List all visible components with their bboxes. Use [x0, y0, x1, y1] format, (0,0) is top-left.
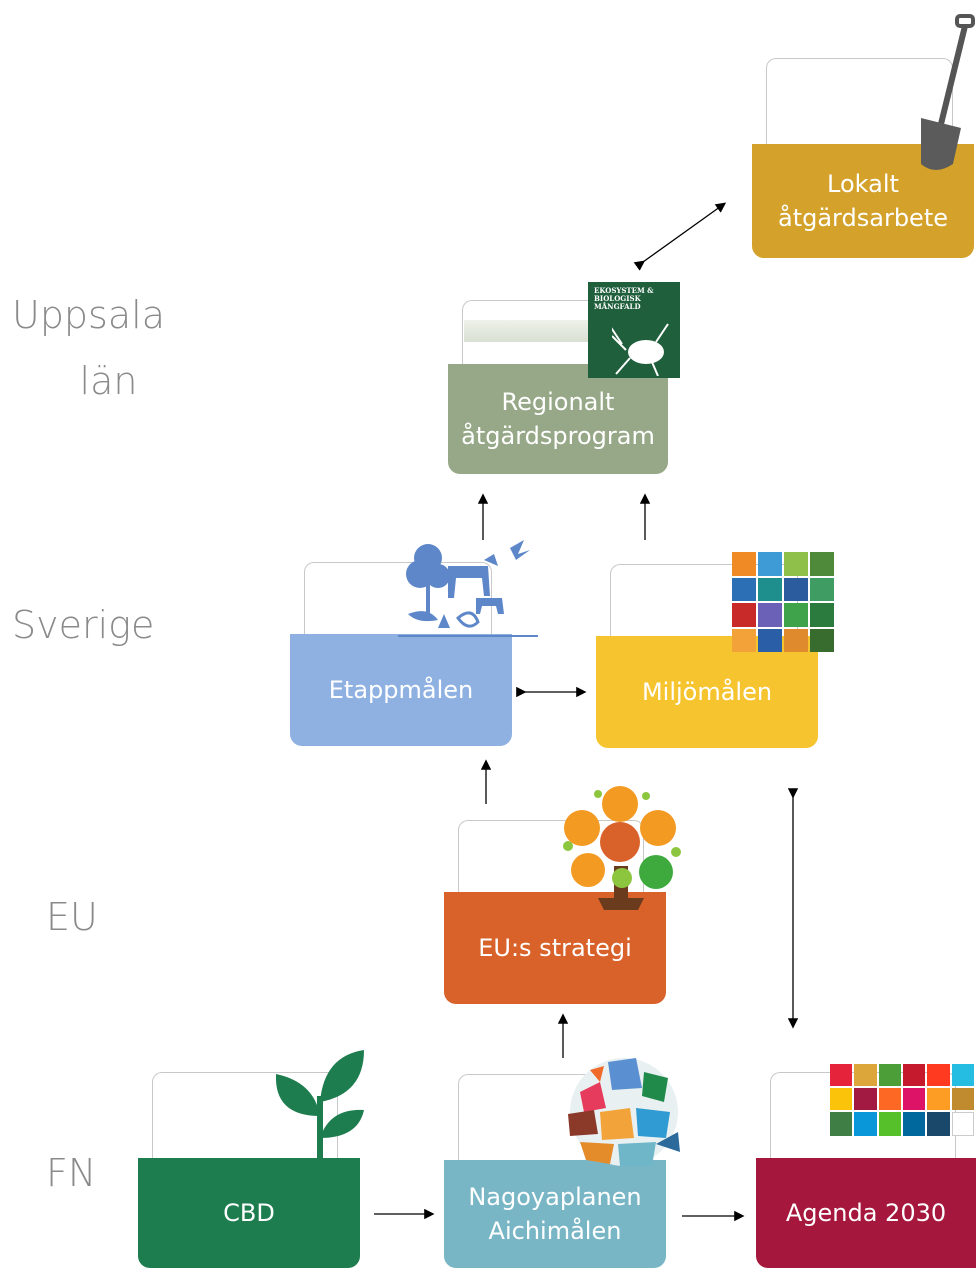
- level-label-fn: FN: [46, 1151, 97, 1195]
- box-eu-strategi-body: EU:s strategi: [444, 892, 666, 1004]
- book-cover-line1: EKOSYSTEM &: [594, 286, 654, 295]
- box-etappmalen-body: Etappmålen: [290, 634, 512, 746]
- level-label-uppsala-line1: Uppsala: [12, 293, 165, 337]
- arrow-regional-lokal: [633, 202, 727, 271]
- box-miljomalen: Miljömålen: [596, 564, 818, 748]
- box-regionalt-line1: Regionalt: [501, 388, 615, 416]
- box-regionalt-line2: åtgärdsprogram: [461, 422, 655, 450]
- folder-tab: [152, 1072, 338, 1159]
- environmental-goals-grid-icon: [732, 552, 834, 652]
- regional-skyline-strip: [464, 320, 590, 342]
- book-cover-icon: EKOSYSTEM & BIOLOGISK MÅNGFALD: [588, 282, 680, 378]
- box-nagoya-line1: Nagoyaplanen: [468, 1183, 642, 1211]
- book-cover-line3: MÅNGFALD: [594, 302, 641, 311]
- beetle-icon: [612, 323, 669, 376]
- shovel-icon: [921, 14, 975, 170]
- sprout-leaf-icon: [275, 1050, 364, 1158]
- nature-silhouette-icon: [398, 540, 538, 637]
- box-eu-strategi: EU:s strategi: [444, 820, 666, 1004]
- box-lokalt-line1: Lokalt: [827, 170, 899, 198]
- box-nagoya-line2: Aichimålen: [488, 1217, 622, 1245]
- box-nagoya-body: Nagoyaplanen Aichimålen: [444, 1160, 666, 1268]
- box-agenda: Agenda 2030: [756, 1072, 976, 1268]
- level-label-uppsala-line2: län: [79, 359, 138, 403]
- eu-strategy-tree-icon: [563, 786, 681, 910]
- animal-collage-icon: [568, 1058, 680, 1166]
- box-lokalt-line2: åtgärdsarbete: [778, 204, 948, 232]
- level-label-uppsala: Uppsala län: [12, 282, 165, 414]
- box-cbd-body: CBD: [138, 1158, 360, 1268]
- box-cbd: CBD: [138, 1072, 360, 1268]
- level-label-eu: EU: [46, 895, 98, 939]
- box-regionalt-body: Regionalt åtgärdsprogram: [448, 364, 668, 474]
- level-label-sverige: Sverige: [12, 603, 155, 647]
- sdg-grid-icon: [830, 1064, 974, 1136]
- book-cover-line2: BIOLOGISK: [594, 294, 641, 303]
- box-agenda-body: Agenda 2030: [756, 1158, 976, 1268]
- box-miljomalen-body: Miljömålen: [596, 636, 818, 748]
